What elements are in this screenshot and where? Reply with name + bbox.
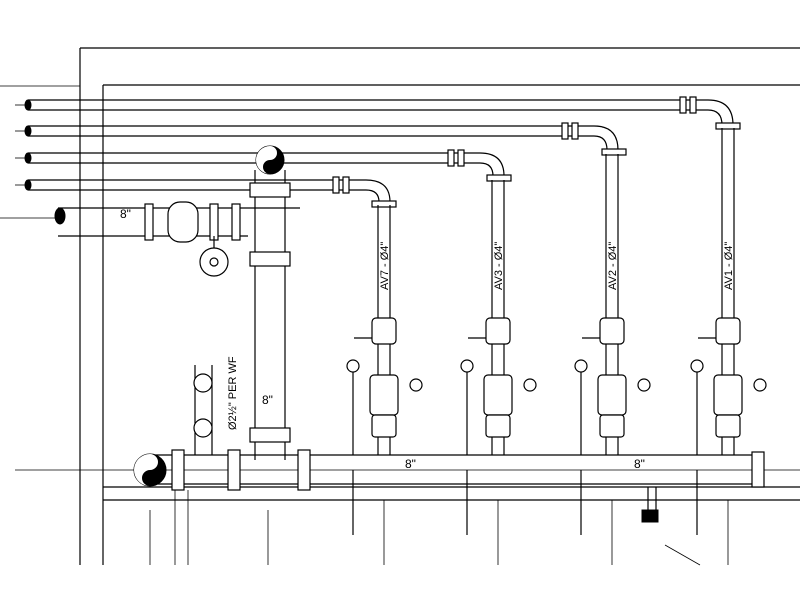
- pressure-gauge-icon: [690, 359, 704, 373]
- lower-valve: [715, 414, 741, 438]
- pressure-gauge-icon: [753, 378, 767, 392]
- riser-label-av1: AV1 - Ø4": [723, 242, 735, 290]
- riser-size-label: 8": [262, 393, 273, 407]
- riser-label-av7: AV7 - Ø4": [379, 242, 391, 290]
- riser-av1: AV1 - Ø4": [690, 128, 767, 535]
- pressure-gauge-icon: [523, 378, 537, 392]
- riser-label-av2: AV2 - Ø4": [607, 242, 619, 290]
- pressure-gauge-icon: [637, 378, 651, 392]
- gate-valve: [485, 317, 511, 345]
- lower-valve: [485, 414, 511, 438]
- alarm-check-valve: [483, 374, 513, 416]
- riser-av2: AV2 - Ø4": [574, 154, 651, 535]
- header-pipe: [133, 365, 765, 523]
- upper-main-size-label: 8": [120, 207, 131, 221]
- riser-av3: AV3 - Ø4": [460, 180, 537, 535]
- lower-valve: [371, 414, 397, 438]
- gate-valve: [371, 317, 397, 345]
- alarm-check-valve: [597, 374, 627, 416]
- header-size-label-left: 8": [405, 457, 416, 471]
- gate-valve: [715, 317, 741, 345]
- pressure-gauge-icon: [574, 359, 588, 373]
- branch-note-label: Ø2½" PER WF: [227, 356, 239, 430]
- lower-valve: [599, 414, 625, 438]
- riser-av7: AV7 - Ø4": [346, 205, 423, 535]
- feed-mains: [15, 96, 741, 208]
- pressure-gauge-icon: [409, 378, 423, 392]
- upper-main-pipe: [54, 201, 300, 277]
- alarm-valve-risers: AV7 - Ø4" AV3 - Ø4" AV2 - Ø4" AV1 - Ø4": [346, 128, 767, 535]
- pressure-gauge-icon: [460, 359, 474, 373]
- header-size-label-right: 8": [634, 457, 645, 471]
- handwheel-icon: [199, 247, 229, 277]
- gate-valve: [599, 317, 625, 345]
- vertical-main-riser: [249, 145, 291, 460]
- riser-label-av3: AV3 - Ø4": [493, 242, 505, 290]
- alarm-check-valve: [369, 374, 399, 416]
- pressure-gauge-icon: [346, 359, 360, 373]
- alarm-check-valve: [713, 374, 743, 416]
